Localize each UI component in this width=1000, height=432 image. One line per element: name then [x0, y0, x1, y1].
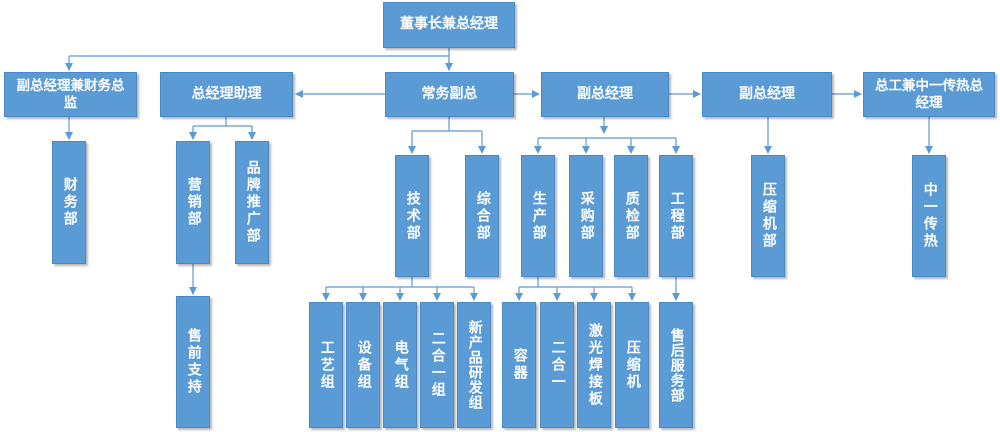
chief-engineer-box: 总工兼中一传热总经理 [863, 72, 995, 117]
executive-vp-label: 常务副总 [421, 85, 478, 102]
vp-finance-box: 副总经理兼财务总监 [4, 72, 137, 117]
electrical-group-label: 电气组 [392, 339, 409, 391]
general-dept-box: 综合部 [465, 155, 499, 277]
after-sales-label: 售后服务部 [668, 327, 685, 403]
presales-box: 售前支持 [176, 296, 210, 428]
qc-dept-label: 质检部 [623, 190, 640, 242]
electrical-group-box: 电气组 [383, 302, 417, 428]
general-dept-label: 综合部 [474, 190, 491, 242]
two-in-one-box: 二合一 [540, 302, 574, 428]
laser-welding-box: 激光焊接板 [577, 302, 611, 428]
chairman-box: 董事长兼总经理 [383, 2, 515, 48]
new-product-group-box: 新产品研发组 [457, 302, 491, 428]
vp-2-label: 副总经理 [739, 85, 795, 102]
engineering-dept-box: 工程部 [659, 155, 693, 277]
compressor-dept-box: 压缩机部 [751, 155, 785, 277]
two-in-one-group-label: 二合一组 [429, 331, 446, 399]
process-group-box: 工艺组 [309, 302, 343, 428]
assistant-gm-box: 总经理助理 [160, 72, 293, 117]
engineering-dept-label: 工程部 [668, 190, 685, 242]
chief-engineer-label: 总工兼中一传热总经理 [875, 77, 983, 111]
production-dept-label: 生产部 [530, 190, 547, 242]
equipment-group-box: 设备组 [346, 302, 380, 428]
vessel-label: 容器 [511, 348, 528, 382]
zhongyi-label: 中一传热 [921, 182, 938, 250]
brand-dept-box: 品牌推广部 [235, 141, 269, 264]
equipment-group-label: 设备组 [355, 339, 372, 391]
laser-welding-label: 激光焊接板 [586, 322, 603, 408]
assistant-gm-label: 总经理助理 [191, 85, 262, 102]
vp-2-box: 副总经理 [702, 72, 832, 117]
compressor-label: 压缩机 [624, 339, 641, 391]
finance-dept-box: 财务部 [52, 141, 86, 264]
compressor-dept-label: 压缩机部 [760, 182, 777, 250]
marketing-dept-label: 营销部 [185, 177, 202, 228]
new-product-group-label: 新产品研发组 [466, 320, 483, 410]
finance-dept-label: 财务部 [61, 177, 78, 228]
brand-dept-label: 品牌推广部 [244, 160, 261, 245]
purchasing-dept-label: 采购部 [578, 190, 595, 242]
after-sales-box: 售后服务部 [659, 302, 693, 428]
vp-1-label: 副总经理 [577, 85, 633, 102]
compressor-box: 压缩机 [615, 302, 649, 428]
vp-finance-label: 副总经理兼财务总监 [16, 77, 125, 111]
presales-label: 售前支持 [185, 328, 202, 396]
vessel-box: 容器 [502, 302, 536, 428]
qc-dept-box: 质检部 [614, 155, 648, 277]
marketing-dept-box: 营销部 [176, 141, 210, 264]
zhongyi-box: 中一传热 [912, 155, 946, 277]
process-group-label: 工艺组 [318, 339, 335, 391]
two-in-one-label: 二合一 [549, 339, 566, 391]
chairman-label: 董事长兼总经理 [400, 16, 498, 33]
tech-dept-label: 技术部 [404, 190, 421, 242]
purchasing-dept-box: 采购部 [569, 155, 603, 277]
tech-dept-box: 技术部 [395, 155, 429, 277]
two-in-one-group-box: 二合一组 [420, 302, 454, 428]
vp-1-box: 副总经理 [541, 72, 669, 117]
executive-vp-box: 常务副总 [385, 72, 514, 117]
production-dept-box: 生产部 [521, 155, 555, 277]
